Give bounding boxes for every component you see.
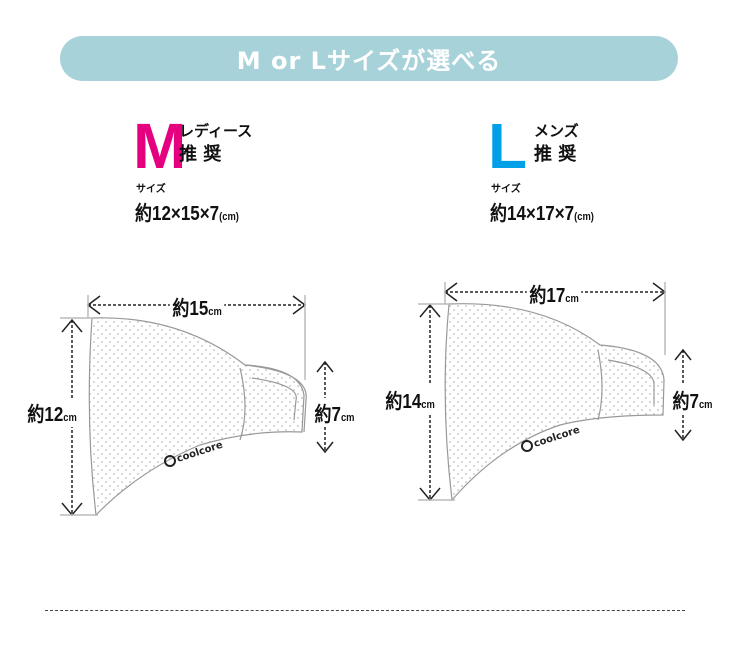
size-l-dimensions: 約14×17×7(cm) bbox=[490, 197, 594, 226]
size-m-size-label: サイズ bbox=[136, 184, 166, 195]
unit: cm bbox=[340, 412, 355, 424]
unit: cm bbox=[565, 293, 579, 305]
dims-unit: (cm) bbox=[574, 211, 594, 223]
size-l-letter: L bbox=[488, 110, 528, 182]
value: 約17 bbox=[529, 285, 566, 307]
banner-title: M or Lサイズが選べる bbox=[60, 36, 678, 81]
size-m-target: レディース bbox=[179, 122, 253, 140]
dims-text: 約14×17×7 bbox=[490, 203, 575, 225]
dims-text: 約12×15×7 bbox=[135, 203, 220, 225]
value: 約12 bbox=[27, 404, 64, 426]
value: 約7 bbox=[672, 391, 699, 413]
value: 約14 bbox=[385, 391, 422, 413]
m-width-label: 約15cm bbox=[169, 292, 225, 321]
l-height-label: 約14cm bbox=[382, 385, 438, 414]
unit: cm bbox=[63, 412, 77, 424]
m-height-label: 約12cm bbox=[24, 398, 80, 427]
mask-m bbox=[88, 317, 307, 517]
value: 約15 bbox=[172, 298, 209, 320]
size-m-dimensions: 約12×15×7(cm) bbox=[135, 197, 239, 226]
value: 約7 bbox=[314, 404, 341, 426]
size-l-size-label: サイズ bbox=[491, 184, 521, 195]
unit: cm bbox=[698, 399, 713, 411]
l-depth-label: 約7cm bbox=[669, 385, 716, 414]
l-width-label: 約17cm bbox=[526, 279, 582, 308]
dims-unit: (cm) bbox=[219, 211, 239, 223]
dashed-divider bbox=[45, 610, 685, 611]
size-l-recommend: 推 奨 bbox=[534, 144, 577, 165]
size-l-target: メンズ bbox=[534, 122, 579, 140]
size-m-recommend: 推 奨 bbox=[179, 144, 222, 165]
unit: cm bbox=[421, 399, 435, 411]
mask-l bbox=[444, 303, 665, 502]
unit: cm bbox=[208, 306, 222, 318]
m-depth-label: 約7cm bbox=[311, 398, 358, 427]
size-m-letter: M bbox=[133, 110, 187, 182]
